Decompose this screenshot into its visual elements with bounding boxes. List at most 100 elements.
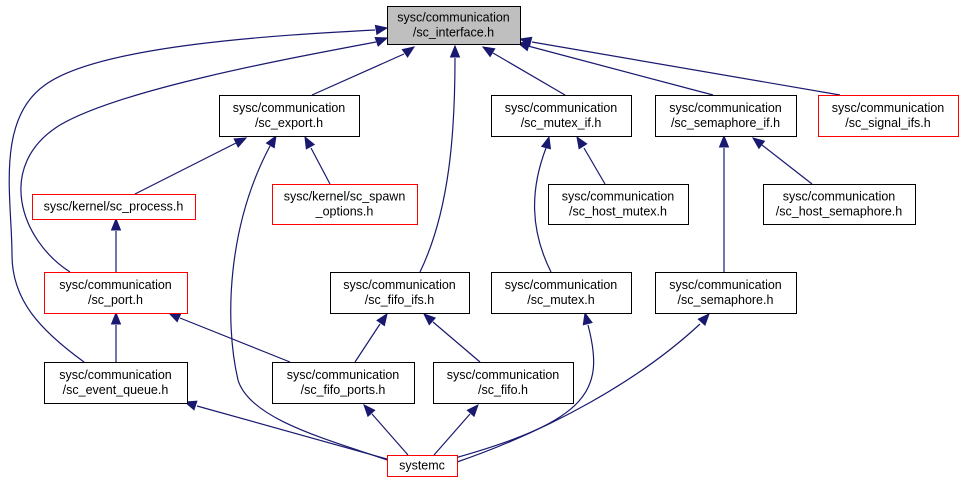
arrow-head-icon (374, 37, 389, 47)
edge-line (432, 321, 481, 363)
node-box (763, 184, 916, 225)
node-label-line: sysc/communication (59, 278, 172, 292)
arrow-head-icon (697, 313, 710, 327)
edges-layer (8, 24, 841, 463)
node-label-line: /sc_host_mutex.h (569, 205, 667, 219)
node-label-line: /sc_semaphore_if.h (671, 116, 780, 130)
node-systemc[interactable]: systemc (387, 455, 458, 477)
node-sc-fifo-ports[interactable]: sysc/communication/sc_fifo_ports.h (272, 362, 415, 404)
edge-line (8, 29, 376, 363)
node-label-line: /sc_mutex.h (527, 293, 594, 307)
edge-line (419, 57, 456, 273)
arrow-head-icon (304, 135, 316, 150)
arrow-head-icon (110, 217, 122, 231)
arrow-head-icon (374, 24, 389, 36)
node-label-line: sysc/communication (832, 101, 945, 115)
edge-sc_process-to-sc_export (134, 137, 248, 195)
node-label-line: sysc/communication (505, 278, 618, 292)
node-box (491, 95, 632, 137)
edge-sc_mutex_if-to-sc_interface (481, 46, 566, 96)
node-box (387, 455, 458, 477)
node-box (387, 6, 521, 45)
node-label-line: sysc/kernel/sc_spawn (284, 190, 406, 204)
node-sc-fifo[interactable]: sysc/communication/sc_fifo.h (433, 362, 574, 404)
node-label-line: sysc/communication (59, 368, 172, 382)
node-label-line: /sc_export.h (255, 116, 323, 130)
edge-sc_host_semaphore-to-sc_semaphore_if (751, 137, 813, 185)
node-sc-semaphore[interactable]: sysc/communication/sc_semaphore.h (655, 272, 797, 314)
edge-sc_event_queue-to-sc_port (110, 311, 122, 362)
edge-line (311, 53, 405, 96)
edge-sc_semaphore-to-sc_semaphore_if (718, 134, 730, 272)
node-label-line: /sc_port.h (88, 293, 143, 307)
node-sc-host-mutex[interactable]: sysc/communication/sc_host_mutex.h (548, 184, 689, 225)
node-label-line: sysc/communication (669, 278, 782, 292)
node-label-line: /sc_fifo.h (478, 383, 528, 397)
node-label-line: sysc/communication (669, 101, 782, 115)
arrow-head-icon (167, 312, 182, 323)
arrow-head-icon (751, 137, 766, 150)
node-label-line: /sc_fifo_ifs.h (365, 293, 435, 307)
edge-sc_fifo_ports-to-sc_fifo_ifs (354, 312, 388, 363)
edge-line (230, 145, 391, 462)
node-box (219, 95, 360, 137)
edge-sc_fifo-to-sc_fifo_ifs (423, 313, 481, 363)
edge-sc_fifo_ports-to-sc_port (167, 312, 291, 363)
node-sc-event-queue[interactable]: sysc/communication/sc_event_queue.h (44, 362, 188, 404)
node-label-line: sysc/communication (505, 101, 618, 115)
edge-sc_signal_ifs-to-sc_interface (518, 36, 841, 96)
node-box (330, 272, 470, 314)
edge-line (179, 317, 291, 363)
arrow-head-icon (540, 135, 552, 150)
node-box (655, 272, 797, 314)
edge-line (371, 413, 409, 456)
node-box (655, 95, 797, 137)
edge-line (354, 323, 381, 363)
node-box (272, 184, 418, 225)
node-sc-export[interactable]: sysc/communication/sc_export.h (219, 95, 360, 137)
edge-sc_spawn_options-to-sc_export (304, 135, 331, 185)
node-sc-signal-ifs[interactable]: sysc/communication/sc_signal_ifs.h (818, 95, 959, 137)
node-label-line: sysc/kernel/sc_process.h (44, 200, 184, 214)
node-box (548, 184, 689, 225)
node-label-line: /sc_semaphore.h (678, 293, 774, 307)
arrow-head-icon (233, 137, 248, 148)
node-sc-mutex[interactable]: sysc/communication/sc_mutex.h (491, 272, 632, 314)
arrow-head-icon (481, 46, 496, 58)
arrow-head-icon (401, 46, 416, 58)
arrow-head-icon (110, 311, 122, 325)
edge-sc_host_mutex-to-sc_mutex_if (576, 135, 606, 185)
node-label-line: sysc/communication (783, 190, 896, 204)
edge-line (456, 323, 701, 463)
node-sc-semaphore-if[interactable]: sysc/communication/sc_semaphore_if.h (655, 95, 797, 137)
edge-line (492, 52, 566, 96)
edge-sc_fifo_ifs-to-sc_interface (419, 44, 461, 273)
nodes-layer: sysc/communication/sc_interface.hsysc/co… (32, 6, 959, 477)
edge-sc_event_queue-to-sc_interface (8, 24, 389, 363)
node-sc-process[interactable]: sysc/kernel/sc_process.h (32, 194, 196, 220)
arrow-head-icon (582, 311, 593, 326)
edge-systemc-to-sc_mutex (454, 311, 595, 459)
node-label-line: /sc_event_queue.h (63, 383, 169, 397)
node-sc-host-semaphore[interactable]: sysc/communication/sc_host_semaphore.h (763, 184, 916, 225)
node-label-line: /sc_host_semaphore.h (776, 205, 903, 219)
edge-line (527, 45, 714, 96)
node-box (272, 362, 415, 404)
node-sc-fifo-ifs[interactable]: sysc/communication/sc_fifo_ifs.h (330, 272, 470, 314)
node-box (44, 362, 188, 404)
edge-line (310, 147, 331, 185)
edge-systemc-to-sc_fifo_ports (363, 404, 409, 456)
edge-line (454, 324, 595, 459)
edge-sc_port-to-sc_interface (20, 37, 389, 273)
node-label-line: sysc/communication (397, 11, 510, 25)
node-sc-mutex-if[interactable]: sysc/communication/sc_mutex_if.h (491, 95, 632, 137)
node-label-line: _options.h (315, 205, 374, 219)
node-sc-spawn-options[interactable]: sysc/kernel/sc_spawn_options.h (272, 184, 418, 225)
edge-sc_mutex-to-sc_mutex_if (534, 135, 552, 273)
node-label-line: sysc/communication (447, 368, 560, 382)
edge-sc_port-to-sc_process (110, 217, 122, 272)
node-sc-port[interactable]: sysc/communication/sc_port.h (44, 272, 188, 314)
edge-line (583, 147, 606, 185)
edge-line (534, 147, 552, 273)
edge-systemc-to-sc_event_queue (183, 400, 388, 460)
